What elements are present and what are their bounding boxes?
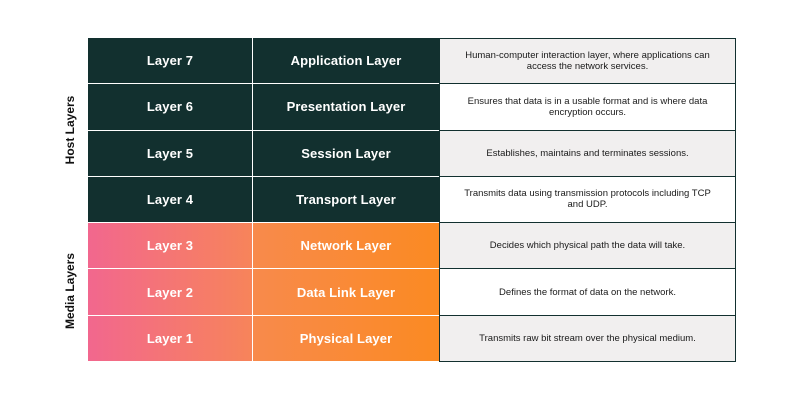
layer-name-cell: Presentation Layer — [253, 84, 439, 131]
layer-name: Application Layer — [290, 53, 402, 69]
layer-name-cell: Transport Layer — [253, 176, 439, 224]
layer-number: Layer 1 — [146, 330, 194, 346]
layer-description: Decides which physical path the data wil… — [439, 223, 736, 270]
layer-number-cell: Layer 2 — [88, 269, 253, 316]
layer-number: Layer 6 — [146, 99, 194, 115]
layer-number-cell: Layer 4 — [88, 176, 253, 224]
layer-description: Human-computer interaction layer, where … — [439, 38, 736, 85]
layer-name-cell: Physical Layer — [253, 315, 439, 362]
layer-number: Layer 3 — [146, 238, 194, 254]
layer-number: Layer 5 — [146, 145, 194, 161]
layer-description: Transmits raw bit stream over the physic… — [439, 315, 736, 362]
layer-number-cell: Layer 5 — [88, 130, 253, 177]
host-layers-label: Host Layers — [63, 95, 77, 165]
media-layers-label: Media Layers — [63, 252, 77, 330]
layer-description: Ensures that data is in a usable format … — [439, 84, 736, 131]
layer-number: Layer 4 — [146, 191, 194, 207]
layer-number-cell: Layer 7 — [88, 38, 253, 85]
osi-model-table: Layer 7 Application Layer Human-computer… — [88, 38, 736, 362]
layer-name: Session Layer — [301, 145, 391, 161]
layer-name: Transport Layer — [296, 191, 396, 207]
layer-name: Physical Layer — [299, 330, 393, 346]
layer-description: Establishes, maintains and terminates se… — [439, 130, 736, 177]
layer-name-cell: Application Layer — [253, 38, 439, 85]
layer-name: Network Layer — [300, 238, 392, 254]
layer-name-cell: Data Link Layer — [253, 269, 439, 316]
layer-name-cell: Session Layer — [253, 130, 439, 177]
layer-number-cell: Layer 3 — [88, 223, 253, 270]
layer-description: Transmits data using transmission protoc… — [439, 176, 736, 224]
layer-number-cell: Layer 6 — [88, 84, 253, 131]
layer-description: Defines the format of data on the networ… — [439, 269, 736, 316]
layer-name: Data Link Layer — [296, 284, 396, 300]
layer-number: Layer 2 — [146, 284, 194, 300]
layer-number-cell: Layer 1 — [88, 315, 253, 362]
layer-name-cell: Network Layer — [253, 223, 439, 270]
layer-number: Layer 7 — [146, 53, 194, 69]
layer-name: Presentation Layer — [286, 99, 406, 115]
